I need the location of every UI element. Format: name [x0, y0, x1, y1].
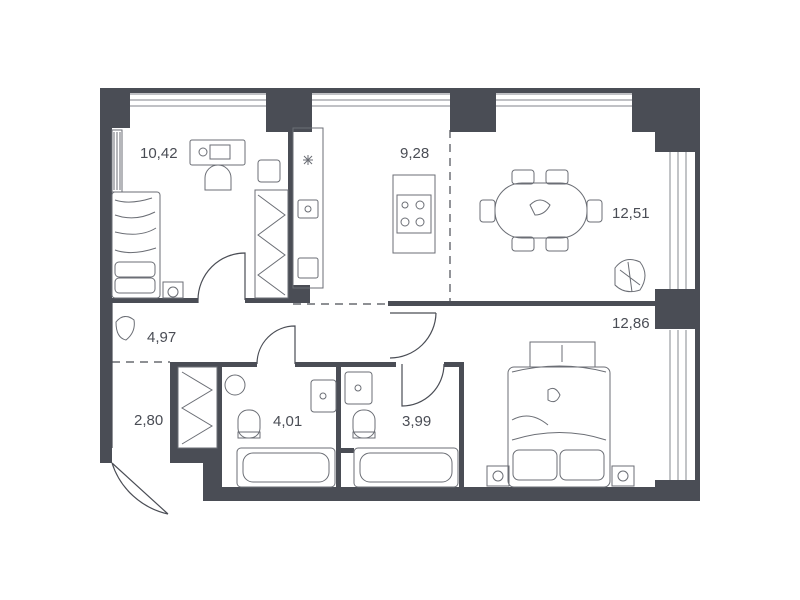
furniture: [111, 127, 646, 488]
area-label-entry: 2,80: [134, 412, 163, 429]
interior-walls: [112, 128, 655, 487]
entry-wardrobe-icon: [177, 366, 218, 449]
desk-icon: [189, 139, 281, 191]
area-label-kitchen: 9,28: [400, 145, 429, 162]
bathroom-1-fixtures: [224, 374, 337, 488]
bathroom-2-fixtures: [344, 371, 459, 488]
area-labels: 10,42 9,28 12,51 4,97 2,80 4,01 3,99 12,…: [134, 145, 650, 430]
wardrobe-icon: [254, 189, 289, 299]
door-lines: [111, 130, 451, 515]
area-label-hall: 4,97: [147, 329, 176, 346]
windows: [130, 93, 687, 480]
double-bed-icon: [486, 341, 635, 488]
area-label-bedroom-large: 12,86: [612, 315, 650, 332]
plant-icon: [614, 259, 646, 293]
hall-plant-icon: [115, 316, 135, 341]
radiator-icon: [111, 129, 123, 193]
kitchen-counter-icon: [292, 127, 324, 289]
kitchen-island-icon: [392, 174, 436, 254]
walls: [100, 88, 700, 501]
area-label-living: 12,51: [612, 205, 650, 222]
bed-icon: [111, 191, 184, 299]
area-label-bathroom-2: 3,99: [402, 413, 431, 430]
dining-table-icon: [479, 169, 603, 252]
area-label-bedroom-small: 10,42: [140, 145, 178, 162]
area-label-bathroom-1: 4,01: [273, 413, 302, 430]
